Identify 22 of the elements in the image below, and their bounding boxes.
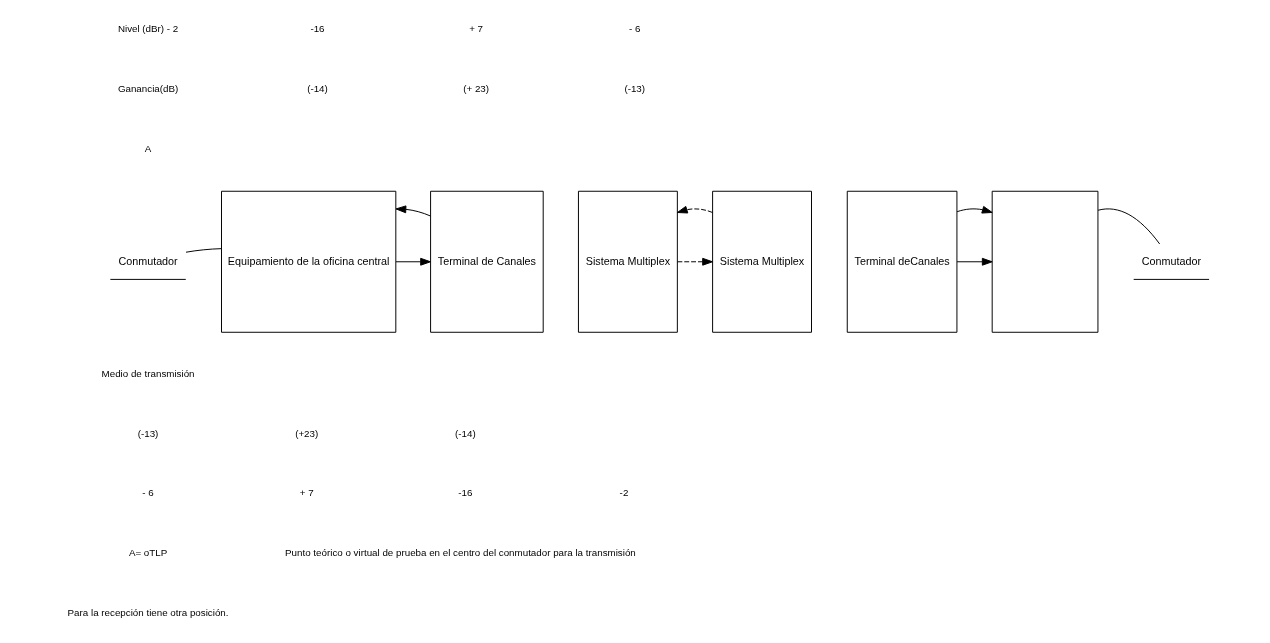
label: (-13): [624, 82, 646, 94]
label: -16: [458, 487, 473, 499]
label: Nivel (dBr) - 2: [117, 23, 179, 35]
label: - 6: [629, 23, 641, 35]
label: + 7: [299, 487, 314, 499]
label: (-14): [307, 82, 328, 94]
node-text: Conmutador: [118, 254, 178, 267]
label: (+23): [295, 427, 319, 439]
label: Para la recepción tiene otra posición.: [67, 606, 229, 618]
label: -16: [310, 23, 325, 35]
label: Punto teórico o virtual de prueba en el centro del conmutador para la transmisión: [285, 547, 636, 559]
label: Ganancia(dB): [117, 82, 179, 94]
label: -2: [619, 487, 629, 499]
label: Medio de transmisión: [101, 367, 195, 379]
node-text: Conmutador: [1141, 254, 1202, 267]
label: (-13): [137, 427, 159, 439]
label: A= oTLP: [128, 547, 168, 559]
label: (-14): [455, 427, 476, 439]
label: - 6: [142, 487, 154, 499]
label: + 7: [469, 23, 484, 35]
label: A: [144, 142, 152, 154]
label: (+ 23): [463, 82, 490, 94]
